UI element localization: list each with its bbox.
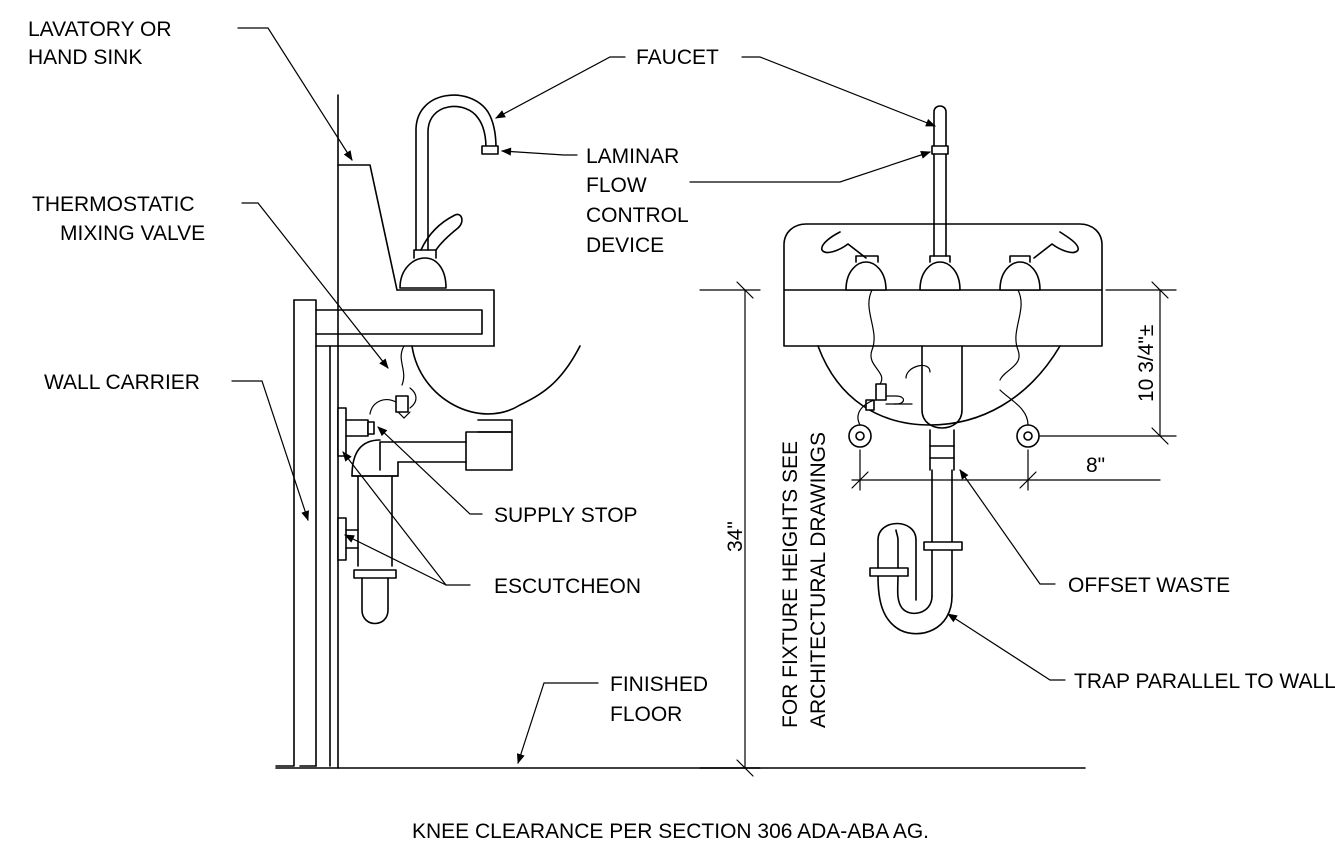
dimension-height-label: 34"	[724, 521, 747, 552]
label-thermostatic-2: MIXING VALVE	[60, 222, 205, 245]
label-offset-waste: OFFSET WASTE	[1068, 574, 1230, 597]
label-escutcheon: ESCUTCHEON	[494, 575, 641, 598]
supply-spacing-dimension	[851, 449, 1161, 491]
label-supply-stop: SUPPLY STOP	[494, 504, 638, 527]
label-laminar-2: FLOW	[586, 174, 647, 197]
rim-to-supply-dimension	[1039, 281, 1177, 445]
sink-side	[337, 94, 581, 415]
height-dimension	[699, 281, 761, 777]
label-finished-floor-2: FLOOR	[610, 703, 682, 726]
label-trap-parallel: TRAP PARALLEL TO WALL	[1074, 670, 1335, 693]
dimension-rim-supply-label: 10 3/4"±	[1135, 325, 1158, 402]
front-view	[783, 105, 1177, 635]
label-wall-carrier: WALL CARRIER	[44, 371, 200, 394]
label-fixture-heights-1: FOR FIXTURE HEIGHTS SEE	[779, 441, 802, 728]
label-lavatory-2: HAND SINK	[28, 46, 142, 69]
wall-carrier	[275, 299, 495, 767]
dimension-spacing-label: 8"	[1086, 454, 1105, 477]
side-view	[275, 94, 1086, 777]
waste-side	[337, 419, 513, 625]
mixing-valve-side	[337, 345, 417, 457]
label-fixture-heights-2: ARCHITECTURAL DRAWINGS	[807, 432, 830, 728]
note-knee-clearance: KNEE CLEARANCE PER SECTION 306 ADA-ABA A…	[412, 820, 929, 843]
label-faucet: FAUCET	[636, 46, 719, 69]
supply-stops-front	[848, 389, 1040, 448]
label-laminar-1: LAMINAR	[586, 145, 679, 168]
label-lavatory-1: LAVATORY OR	[28, 18, 172, 41]
label-laminar-4: DEVICE	[586, 234, 664, 257]
label-laminar-3: CONTROL	[586, 204, 689, 227]
sink-front	[783, 223, 1103, 347]
labels: LAVATORY OR HAND SINK FAUCET LAMINAR FLO…	[28, 18, 1335, 843]
leader-lines	[231, 27, 1066, 764]
label-thermostatic-1: THERMOSTATIC	[32, 193, 195, 216]
label-finished-floor-1: FINISHED	[610, 673, 708, 696]
